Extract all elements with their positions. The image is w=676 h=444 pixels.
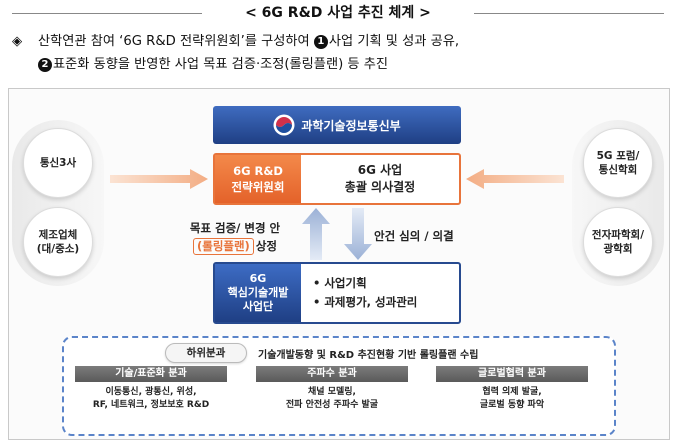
ee-optics-society-circle: 전자파학회/ 광학회 [583,207,653,277]
project-name-line2: 핵심기술개발 [227,286,289,299]
sub-division-body: 이동통신, 광통신, 위성, RF, 네트워크, 정보보호 R&D [75,382,227,412]
submission-label: 목표 검증/ 변경 안 (롤링플랜)상정 [170,219,300,255]
committee-name-line2: 전략위원회 [231,180,285,194]
diagram-title: < 6G R&D 사업 추진 체계 > [245,5,431,21]
sub-division-global: 글로벌협력 분과 협력 의제 발굴, 글로벌 동향 파악 [436,366,588,414]
description-prefix: 산학연관 참여 ‘6G R&D 전략위원회’를 구성하여 [38,34,310,49]
telecom-carriers-circle: 통신3사 [23,128,93,198]
description-line2-text: 표준화 동향을 반영한 사업 목표 검증·조정(롤링플랜) 등 추진 [53,57,389,72]
sub-division-frequency: 주파수 분과 채널 모델링, 전파 안전성 주파수 발굴 [256,366,408,414]
government-emblem-icon [273,114,295,136]
arrow-up-icon [302,208,330,260]
circle-label: 전자파학회/ 광학회 [591,229,645,255]
project-name-line3: 사업단 [242,300,274,313]
project-task-list: • 사업기획 • 과제평가, 성과관리 [301,264,459,322]
arrow-down-icon [344,208,372,260]
number-two-icon: 2 [38,58,52,72]
project-task: • 사업기획 [313,276,367,290]
forum-society-circle: 5G 포럼/ 통신학회 [583,128,653,198]
sub-division-line: RF, 네트워크, 정보보호 R&D [92,400,210,410]
committee-desc-line2: 총괄 의사결정 [344,180,416,194]
sub-division-body: 채널 모델링, 전파 안전성 주파수 발굴 [256,382,408,412]
sub-division-line: 협력 의제 발굴, [482,387,542,397]
strategy-committee-box: 6G R&D 전략위원회 [215,155,301,203]
sub-division-line: 이동통신, 광통신, 위성, [105,387,197,397]
title-rule-right [474,13,664,14]
title-rule-left [12,13,202,14]
project-group-box: 6G 핵심기술개발 사업단 [215,264,301,322]
manufacturers-circle: 제조업체 (대/중소) [23,207,93,277]
review-label: 안건 심의 / 의결 [374,229,454,243]
sub-division-description: 기술개발동향 및 R&D 추진현황 기반 롤링플랜 수립 [258,350,479,361]
committee-name-line1: 6G R&D [233,164,283,178]
sub-division-line: 글로벌 동향 파악 [479,400,545,410]
project-name-line1: 6G [249,272,267,285]
arrow-left-icon [466,169,564,189]
submission-line1: 목표 검증/ 변경 안 [189,221,281,235]
sub-division-tech-standard: 기술/표준화 분과 이동통신, 광통신, 위성, RF, 네트워크, 정보보호 … [75,366,227,414]
committee-desc-line1: 6G 사업 [357,163,403,177]
sub-division-header: 하위분과 [165,343,247,363]
ministry-box: 과학기술정보통신부 [213,106,461,144]
rolling-plan-tag: (롤링플랜) [192,238,254,255]
sub-division-title: 기술/표준화 분과 [75,366,227,382]
sub-division-line: 채널 모델링, [308,387,356,397]
circle-label: 통신3사 [39,157,77,169]
submission-line2: (롤링플랜)상정 [170,237,300,255]
description-suffix: 사업 기획 및 성과 공유, [328,34,460,49]
arrow-right-icon [110,169,208,189]
submission-verb: 상정 [255,239,277,253]
circle-label: 5G 포럼/ 통신학회 [596,150,640,176]
project-task: • 과제평가, 성과관리 [313,295,418,309]
number-one-icon: 1 [313,35,328,49]
project-group-row: 6G 핵심기술개발 사업단 • 사업기획 • 과제평가, 성과관리 [213,262,461,324]
sub-division-line: 전파 안전성 주파수 발굴 [285,400,379,410]
ministry-name: 과학기술정보통신부 [301,118,401,133]
strategy-committee-row: 6G R&D 전략위원회 6G 사업 총괄 의사결정 [213,153,461,205]
circle-label: 제조업체 (대/중소) [36,229,80,255]
committee-description: 6G 사업 총괄 의사결정 [301,155,459,203]
sub-division-title: 주파수 분과 [256,366,408,382]
diamond-bullet-icon: ◈ [12,34,23,49]
sub-division-body: 협력 의제 발굴, 글로벌 동향 파악 [436,382,588,412]
sub-division-title: 글로벌협력 분과 [436,366,588,382]
diagram-title-bar: < 6G R&D 사업 추진 체계 > [0,2,676,24]
sub-division-panel [62,336,616,436]
